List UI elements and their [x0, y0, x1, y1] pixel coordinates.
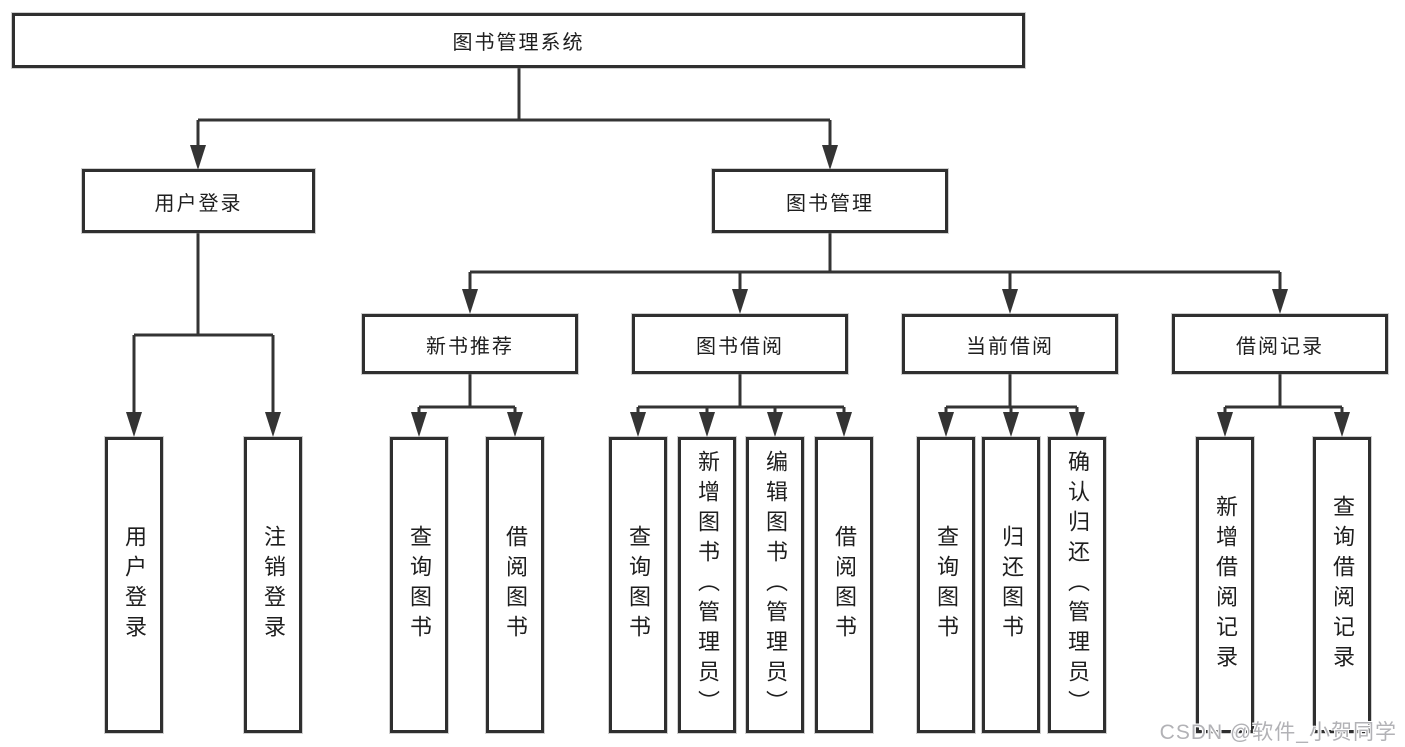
arrowhead-icon — [699, 412, 715, 437]
edge-current-borrow-children — [944, 374, 1079, 416]
node-library-system: 图书管理系统 — [12, 13, 1025, 68]
node-new-book-recommend: 新书推荐 — [362, 314, 578, 374]
arrowhead-icon — [732, 289, 748, 314]
node-book-borrowing: 图书借阅 — [632, 314, 848, 374]
arrowhead-icon — [411, 412, 427, 437]
arrowhead-icon — [1002, 289, 1018, 314]
csdn-watermark: CSDN @软件_小贺同学 — [1159, 721, 1397, 744]
node-label: 借阅图书 — [503, 525, 528, 645]
edge-user-login-children — [132, 233, 275, 416]
node-leaf-query-books-3: 查询图书 — [917, 437, 975, 733]
node-label: 查询图书 — [407, 525, 432, 645]
arrowhead-icon — [1334, 412, 1350, 437]
node-label: 新增图书（管理员） — [695, 450, 720, 720]
arrowhead-icon — [938, 412, 954, 437]
node-borrowing-records: 借阅记录 — [1172, 314, 1388, 374]
node-leaf-logout: 注销登录 — [244, 437, 302, 733]
node-leaf-add-borrow-record: 新增借阅记录 — [1196, 437, 1254, 733]
arrowhead-icon — [767, 412, 783, 437]
node-label: 确认归还（管理员） — [1065, 450, 1090, 720]
arrowhead-icon — [630, 412, 646, 437]
arrowhead-icon — [190, 145, 206, 170]
node-label: 借阅图书 — [832, 525, 857, 645]
arrowhead-icon — [507, 412, 523, 437]
node-label: 注销登录 — [261, 525, 286, 645]
arrowhead-icon — [836, 412, 852, 437]
arrowhead-icon — [1069, 412, 1085, 437]
node-leaf-query-books-1: 查询图书 — [390, 437, 448, 733]
node-leaf-query-borrow-record: 查询借阅记录 — [1313, 437, 1371, 733]
arrowhead-icon — [462, 289, 478, 314]
node-label: 编辑图书（管理员） — [763, 450, 788, 720]
node-book-management: 图书管理 — [712, 169, 948, 233]
node-leaf-borrow-books-2: 借阅图书 — [815, 437, 873, 733]
edge-new-book-children — [417, 374, 517, 416]
edge-borrow-records-children — [1223, 374, 1344, 416]
node-label: 归还图书 — [999, 525, 1024, 645]
node-leaf-add-books-admin: 新增图书（管理员） — [678, 437, 736, 733]
node-label: 查询图书 — [934, 525, 959, 645]
arrowhead-icon — [1003, 412, 1019, 437]
node-user-login: 用户登录 — [82, 169, 315, 233]
edge-book-mgmt-children — [468, 233, 1282, 293]
arrowhead-icon — [265, 412, 281, 437]
node-leaf-user-login: 用户登录 — [105, 437, 163, 733]
edge-book-borrow-children — [636, 374, 846, 416]
node-label: 用户登录 — [122, 525, 147, 645]
arrowhead-icon — [126, 412, 142, 437]
node-leaf-query-books-2: 查询图书 — [609, 437, 667, 733]
node-leaf-confirm-return-admin: 确认归还（管理员） — [1048, 437, 1106, 733]
arrowhead-icon — [1272, 289, 1288, 314]
node-leaf-edit-books-admin: 编辑图书（管理员） — [746, 437, 804, 733]
arrowhead-icon — [1217, 412, 1233, 437]
node-current-borrowing: 当前借阅 — [902, 314, 1118, 374]
node-leaf-return-books: 归还图书 — [982, 437, 1040, 733]
node-label: 查询借阅记录 — [1330, 495, 1355, 675]
arrowhead-icon — [822, 145, 838, 170]
edge-root-to-level2 — [196, 68, 832, 150]
node-label: 新增借阅记录 — [1213, 495, 1238, 675]
node-label: 查询图书 — [626, 525, 651, 645]
node-leaf-borrow-books-1: 借阅图书 — [486, 437, 544, 733]
